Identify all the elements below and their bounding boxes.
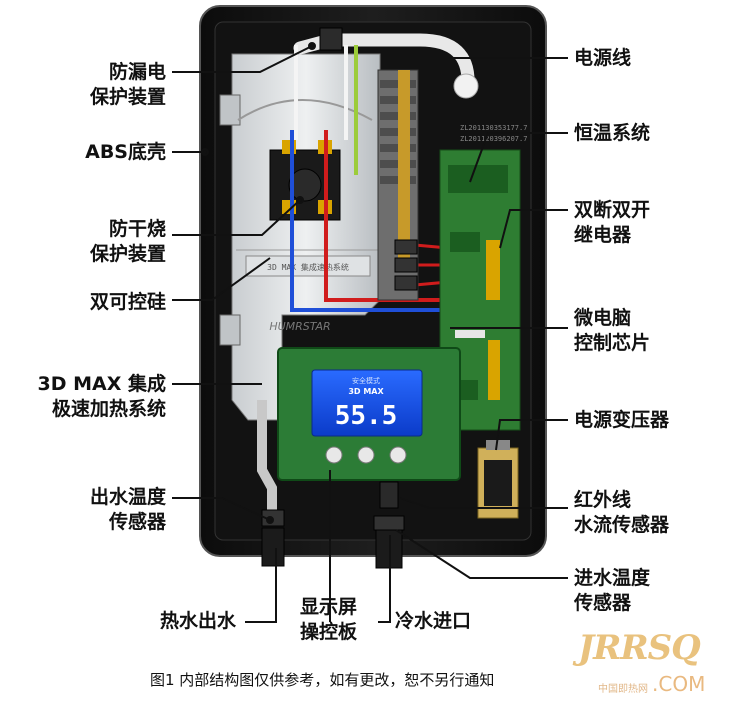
ribbon-cable [455,330,485,338]
label-display-board: 显示屏 操控板 [300,596,358,643]
heating-module-tab-top [219,94,241,126]
brand-embossed: HUMRSTAR [269,320,330,333]
outlet-pipe [257,400,277,520]
label-transformer: 电源变压器 [574,409,670,431]
leader-lines [172,42,568,623]
display-buttons [325,446,407,464]
label-inlet-temp-sensor: 进水温度 传感器 [574,567,651,614]
label-ir-flow-sensor: 红外线 水流传感器 [574,489,670,536]
module-label-text: 3D MAX 集成速热系统 [267,262,349,272]
cord-clamp [319,27,343,51]
label-abs-shell: ABS底壳 [85,141,166,163]
inlet-temp-sensor [373,515,405,531]
relays [486,240,500,400]
triac-bar-1 [398,70,410,260]
label-triac: 双可控硅 [89,291,166,313]
label-leak-protection: 防漏电 保护装置 [89,61,166,108]
label-outlet-temp-sensor: 出水温度 传感器 [89,486,166,533]
lcd-panel [311,369,423,437]
ir-flow-sensor [379,481,399,509]
display-button-3[interactable] [389,446,407,464]
module-label-plate [245,255,371,277]
hot-water-outlet [261,527,285,567]
label-relay: 双断双开 继电器 [574,199,651,246]
lcd-top-text: 安全模式 [352,376,380,385]
serial-2: ZL201120396207.7 [460,135,527,143]
watermark-cn-text: 中国即热网 [598,684,648,695]
label-microchip: 微电脑 控制芯片 [574,307,651,354]
figure-caption: 图1 内部结构图仅供参考，如有更改，恕不另行通知 [150,671,495,689]
display-button-1[interactable] [325,446,343,464]
label-dry-burn-protection: 防干烧 保护装置 [89,218,166,265]
label-thermostat-system: 恒温系统 [574,122,651,144]
watermark-domain-text: .COM [652,672,706,696]
label-cold-water-inlet: 冷水进口 [395,610,472,632]
serial-1: ZL201130353177.7 [460,124,527,132]
lcd-temperature: 55.5 [335,401,398,431]
watermark-logo: JRRSQ 中国即热网 .COM [572,628,734,700]
lcd-mode-text: 3D MAX [348,387,384,396]
label-power-cord: 电源线 [574,47,632,69]
triacs [394,239,418,291]
display-button-2[interactable] [357,446,375,464]
watermark-logo-text: JRRSQ [578,628,701,668]
label-heating-system: 3D MAX 集成 极速加热系统 [37,373,166,420]
label-hot-water-outlet: 热水出水 [160,610,237,632]
heating-module-tab-bottom [219,314,241,346]
